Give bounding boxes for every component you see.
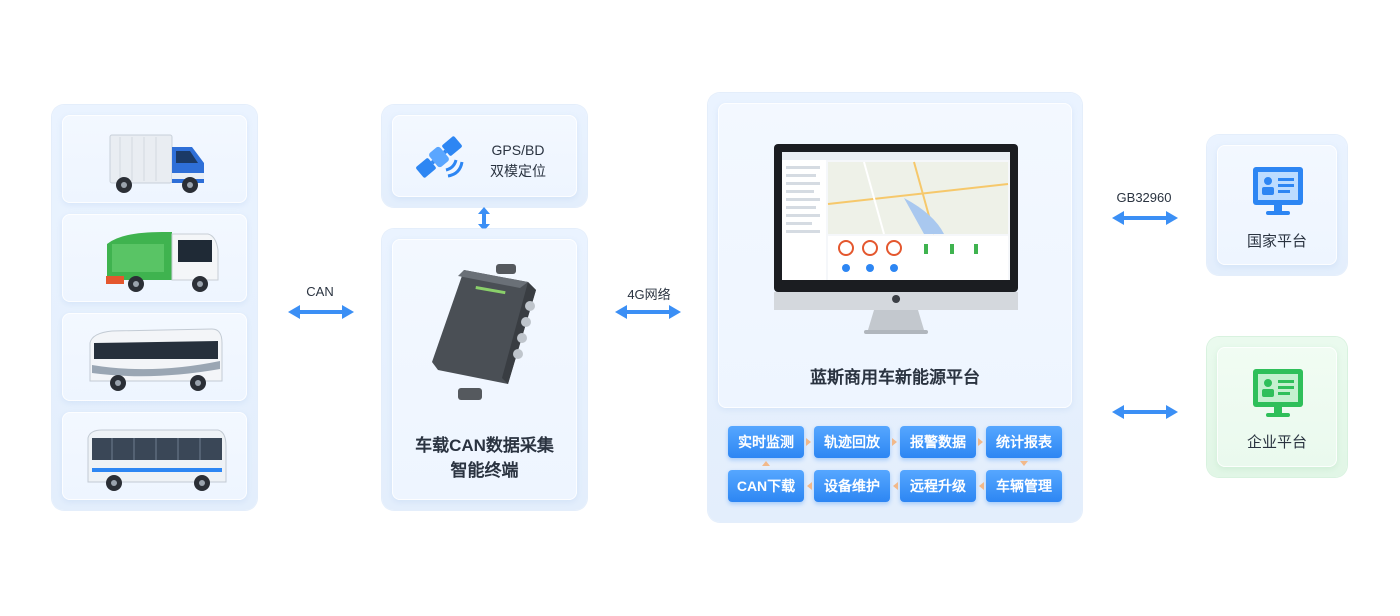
platform-title: 蓝斯商用车新能源平台 bbox=[810, 368, 980, 387]
terminal-device-icon bbox=[432, 264, 536, 400]
sweeper-icon bbox=[106, 232, 219, 292]
gps-line2: 双模定位 bbox=[490, 163, 546, 179]
city-bus-icon bbox=[87, 429, 227, 491]
terminal-title-line2: 智能终端 bbox=[450, 461, 519, 480]
enterprise-platform-icon bbox=[1253, 369, 1303, 417]
enterprise-double-arrow-icon bbox=[1112, 405, 1178, 419]
vehicle-card-citybus bbox=[62, 412, 247, 500]
flow-arrow-icon bbox=[979, 482, 984, 490]
vehicle-card-coach bbox=[62, 313, 247, 401]
coach-bus-icon bbox=[89, 328, 223, 391]
gps-terminal-arrow-icon bbox=[478, 207, 490, 231]
function-track-playback[interactable]: 轨迹回放 bbox=[814, 426, 890, 458]
vehicle-card-truck bbox=[62, 115, 247, 203]
gb32960-double-arrow-icon bbox=[1112, 211, 1178, 225]
function-realtime-monitor[interactable]: 实时监测 bbox=[728, 426, 804, 458]
function-vehicle-management[interactable]: 车辆管理 bbox=[986, 470, 1062, 502]
national-platform-label: 国家平台 bbox=[1246, 233, 1307, 250]
can-double-arrow-icon bbox=[288, 305, 354, 319]
function-can-download[interactable]: CAN下载 bbox=[728, 470, 804, 502]
can-link-label: CAN bbox=[306, 284, 334, 299]
4g-link-label: 4G网络 bbox=[627, 287, 671, 302]
4g-double-arrow-icon bbox=[615, 305, 681, 319]
gps-card bbox=[392, 115, 577, 197]
monitor-icon bbox=[774, 144, 1018, 334]
flow-arrow-icon bbox=[762, 461, 770, 466]
function-statistics-report[interactable]: 统计报表 bbox=[986, 426, 1062, 458]
terminal-title-line1: 车载CAN数据采集 bbox=[415, 436, 554, 455]
function-device-maintenance[interactable]: 设备维护 bbox=[814, 470, 890, 502]
flow-arrow-icon bbox=[893, 482, 898, 490]
gps-line1: GPS/BD bbox=[491, 142, 545, 158]
function-alarm-data[interactable]: 报警数据 bbox=[900, 426, 976, 458]
truck-icon bbox=[109, 134, 204, 193]
flow-arrow-icon bbox=[1020, 461, 1028, 466]
vehicle-card-sweeper bbox=[62, 214, 247, 302]
satellite-icon bbox=[416, 136, 464, 178]
enterprise-platform-label: 企业平台 bbox=[1246, 434, 1307, 451]
flow-arrow-icon bbox=[892, 438, 897, 446]
flow-arrow-icon bbox=[806, 438, 811, 446]
function-remote-upgrade[interactable]: 远程升级 bbox=[900, 470, 976, 502]
national-platform-icon bbox=[1253, 167, 1303, 215]
flow-arrow-icon bbox=[978, 438, 983, 446]
gb32960-link-label: GB32960 bbox=[1116, 190, 1172, 205]
flow-arrow-icon bbox=[807, 482, 812, 490]
